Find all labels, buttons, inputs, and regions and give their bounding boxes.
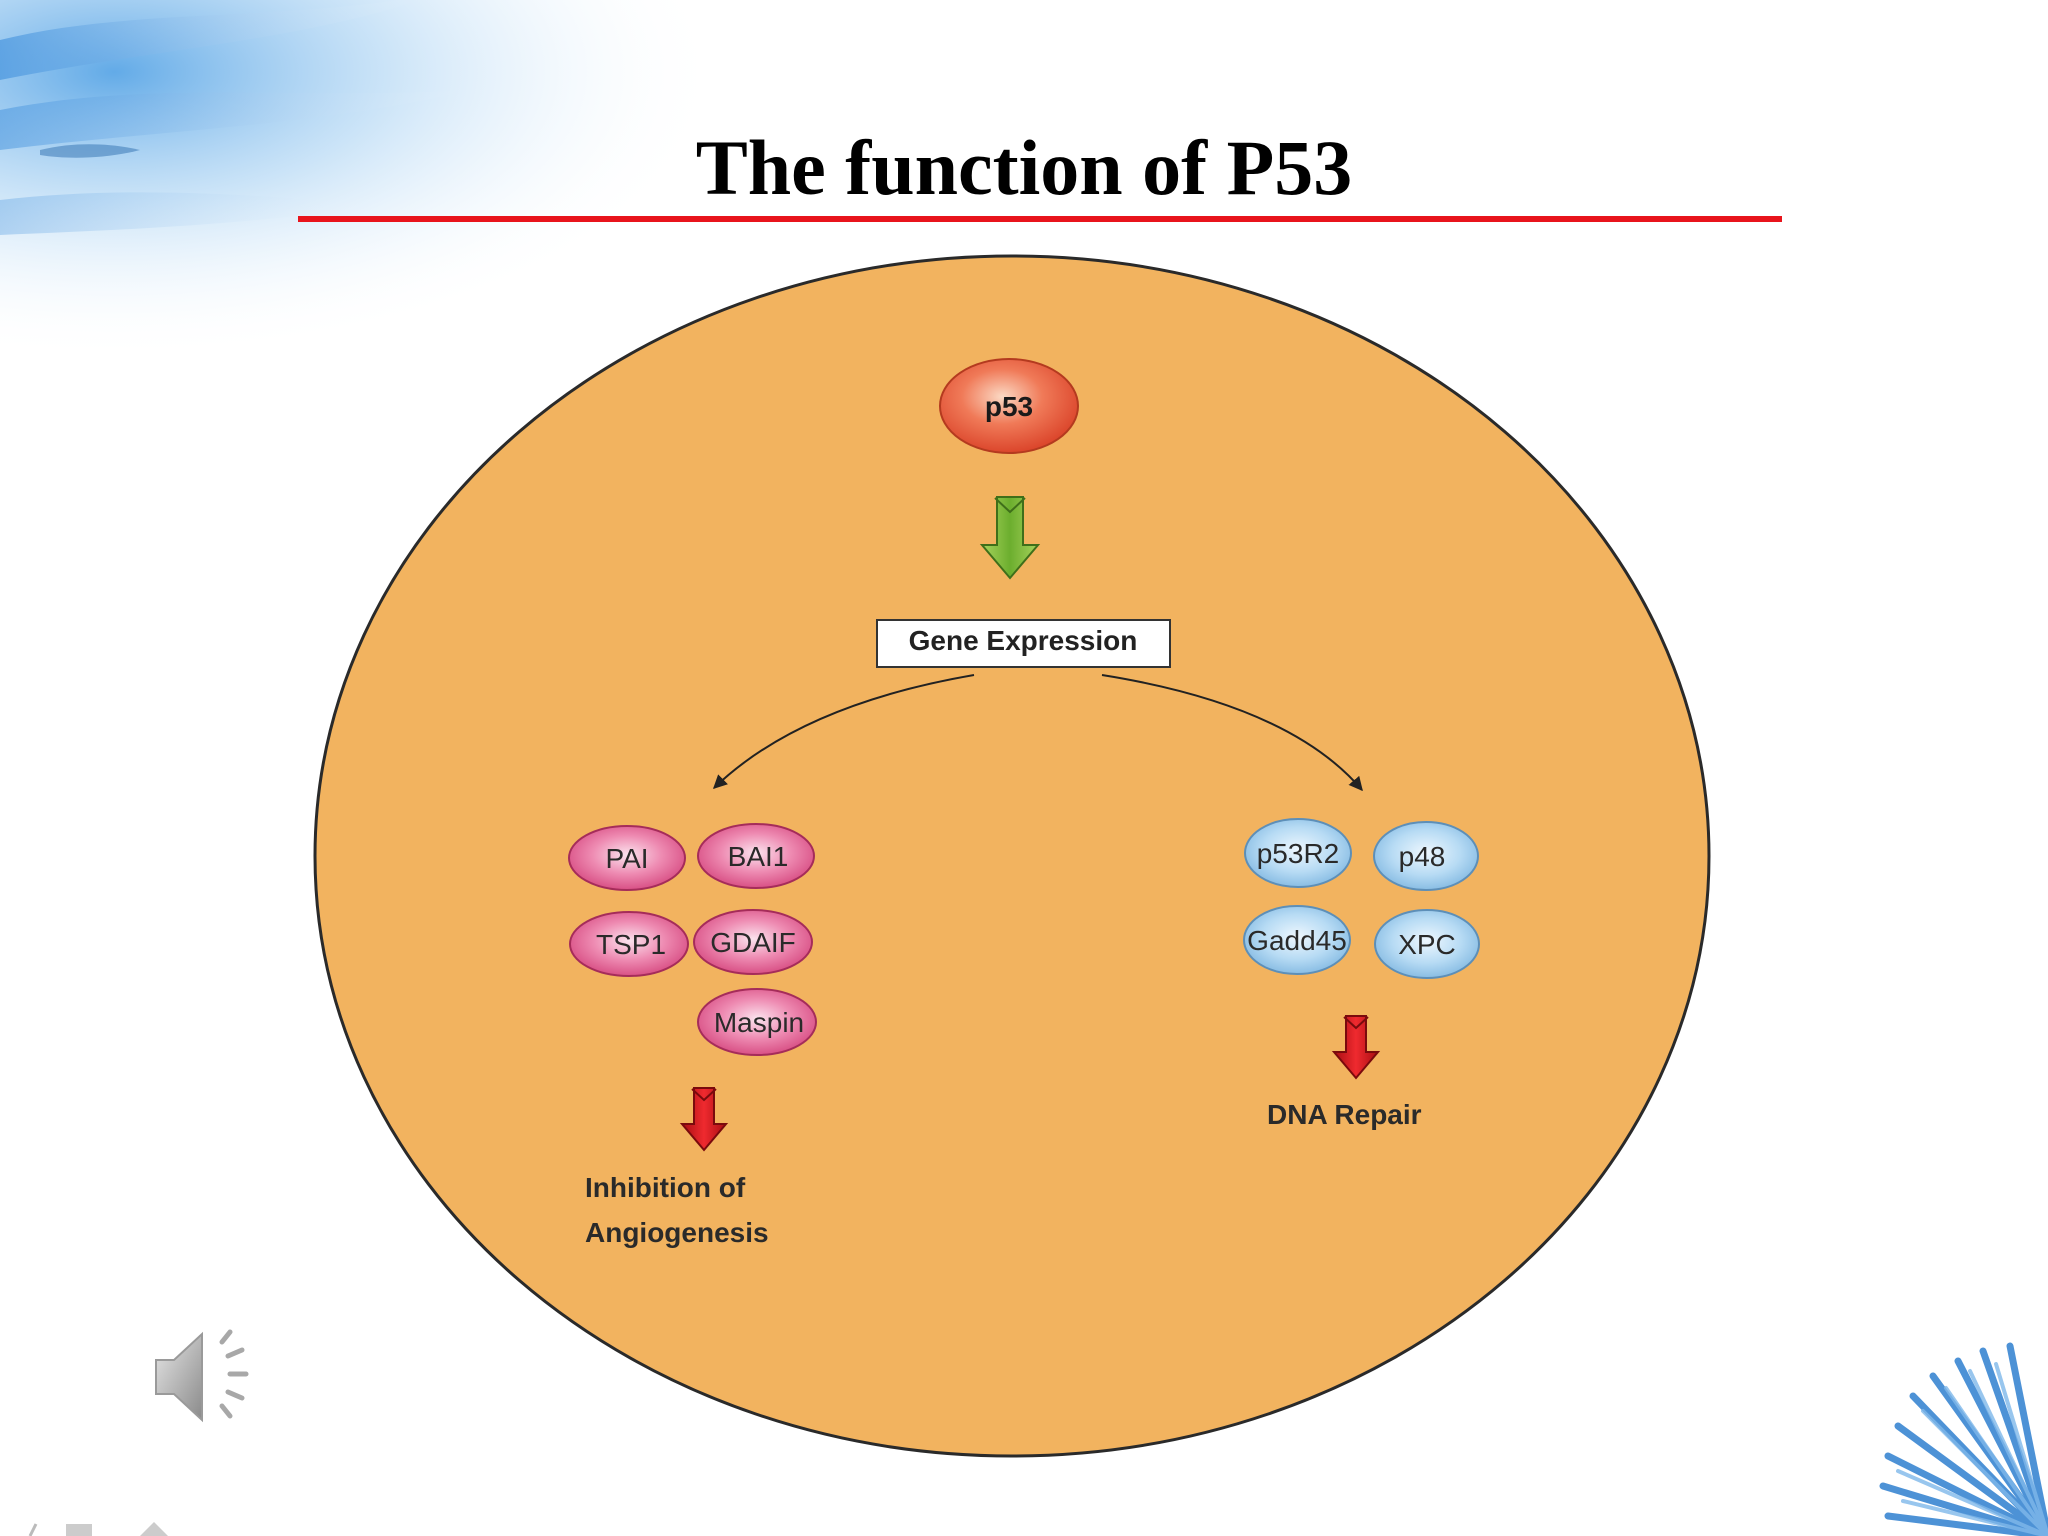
svg-text:p53R2: p53R2 (1257, 838, 1340, 869)
svg-text:TSP1: TSP1 (596, 929, 666, 960)
protein-gdaif: GDAIF (693, 909, 813, 975)
angiogenesis-outcome-line2: Angiogenesis (585, 1217, 769, 1248)
angiogenesis-outcome-line1: Inhibition of (585, 1172, 746, 1203)
svg-text:GDAIF: GDAIF (710, 927, 796, 958)
svg-text:BAI1: BAI1 (728, 841, 789, 872)
right-red-down-arrow (1331, 1015, 1381, 1080)
left-red-down-arrow (679, 1087, 729, 1152)
protein-maspin: Maspin (697, 988, 817, 1056)
dna-repair-outcome: DNA Repair (1267, 1099, 1422, 1130)
p53-node: p53 (939, 358, 1079, 454)
cell-body (313, 254, 1711, 1458)
green-down-arrow (979, 496, 1041, 580)
protein-p53r2: p53R2 (1244, 818, 1352, 888)
right-branch-arrow (1101, 674, 1363, 792)
footer-navigation-icons (28, 1522, 168, 1536)
p53-label: p53 (985, 391, 1033, 422)
slide-title: The function of P53 (695, 124, 1353, 211)
protein-pai: PAI (568, 825, 686, 891)
protein-p48: p48 (1373, 821, 1479, 891)
protein-gadd45: Gadd45 (1243, 905, 1351, 975)
svg-text:p48: p48 (1399, 841, 1446, 872)
svg-text:PAI: PAI (605, 843, 648, 874)
title-underline (298, 216, 1782, 222)
gene-expression-box: Gene Expression (876, 619, 1171, 668)
left-branch-arrow (712, 674, 975, 789)
svg-text:XPC: XPC (1398, 929, 1456, 960)
gene-expression-label: Gene Expression (909, 625, 1138, 656)
protein-tsp1: TSP1 (569, 911, 689, 977)
protein-bai1: BAI1 (697, 823, 815, 889)
svg-text:Gadd45: Gadd45 (1247, 925, 1347, 956)
protein-xpc: XPC (1374, 909, 1480, 979)
svg-text:Maspin: Maspin (714, 1007, 804, 1038)
speaker-icon[interactable] (150, 1322, 270, 1432)
